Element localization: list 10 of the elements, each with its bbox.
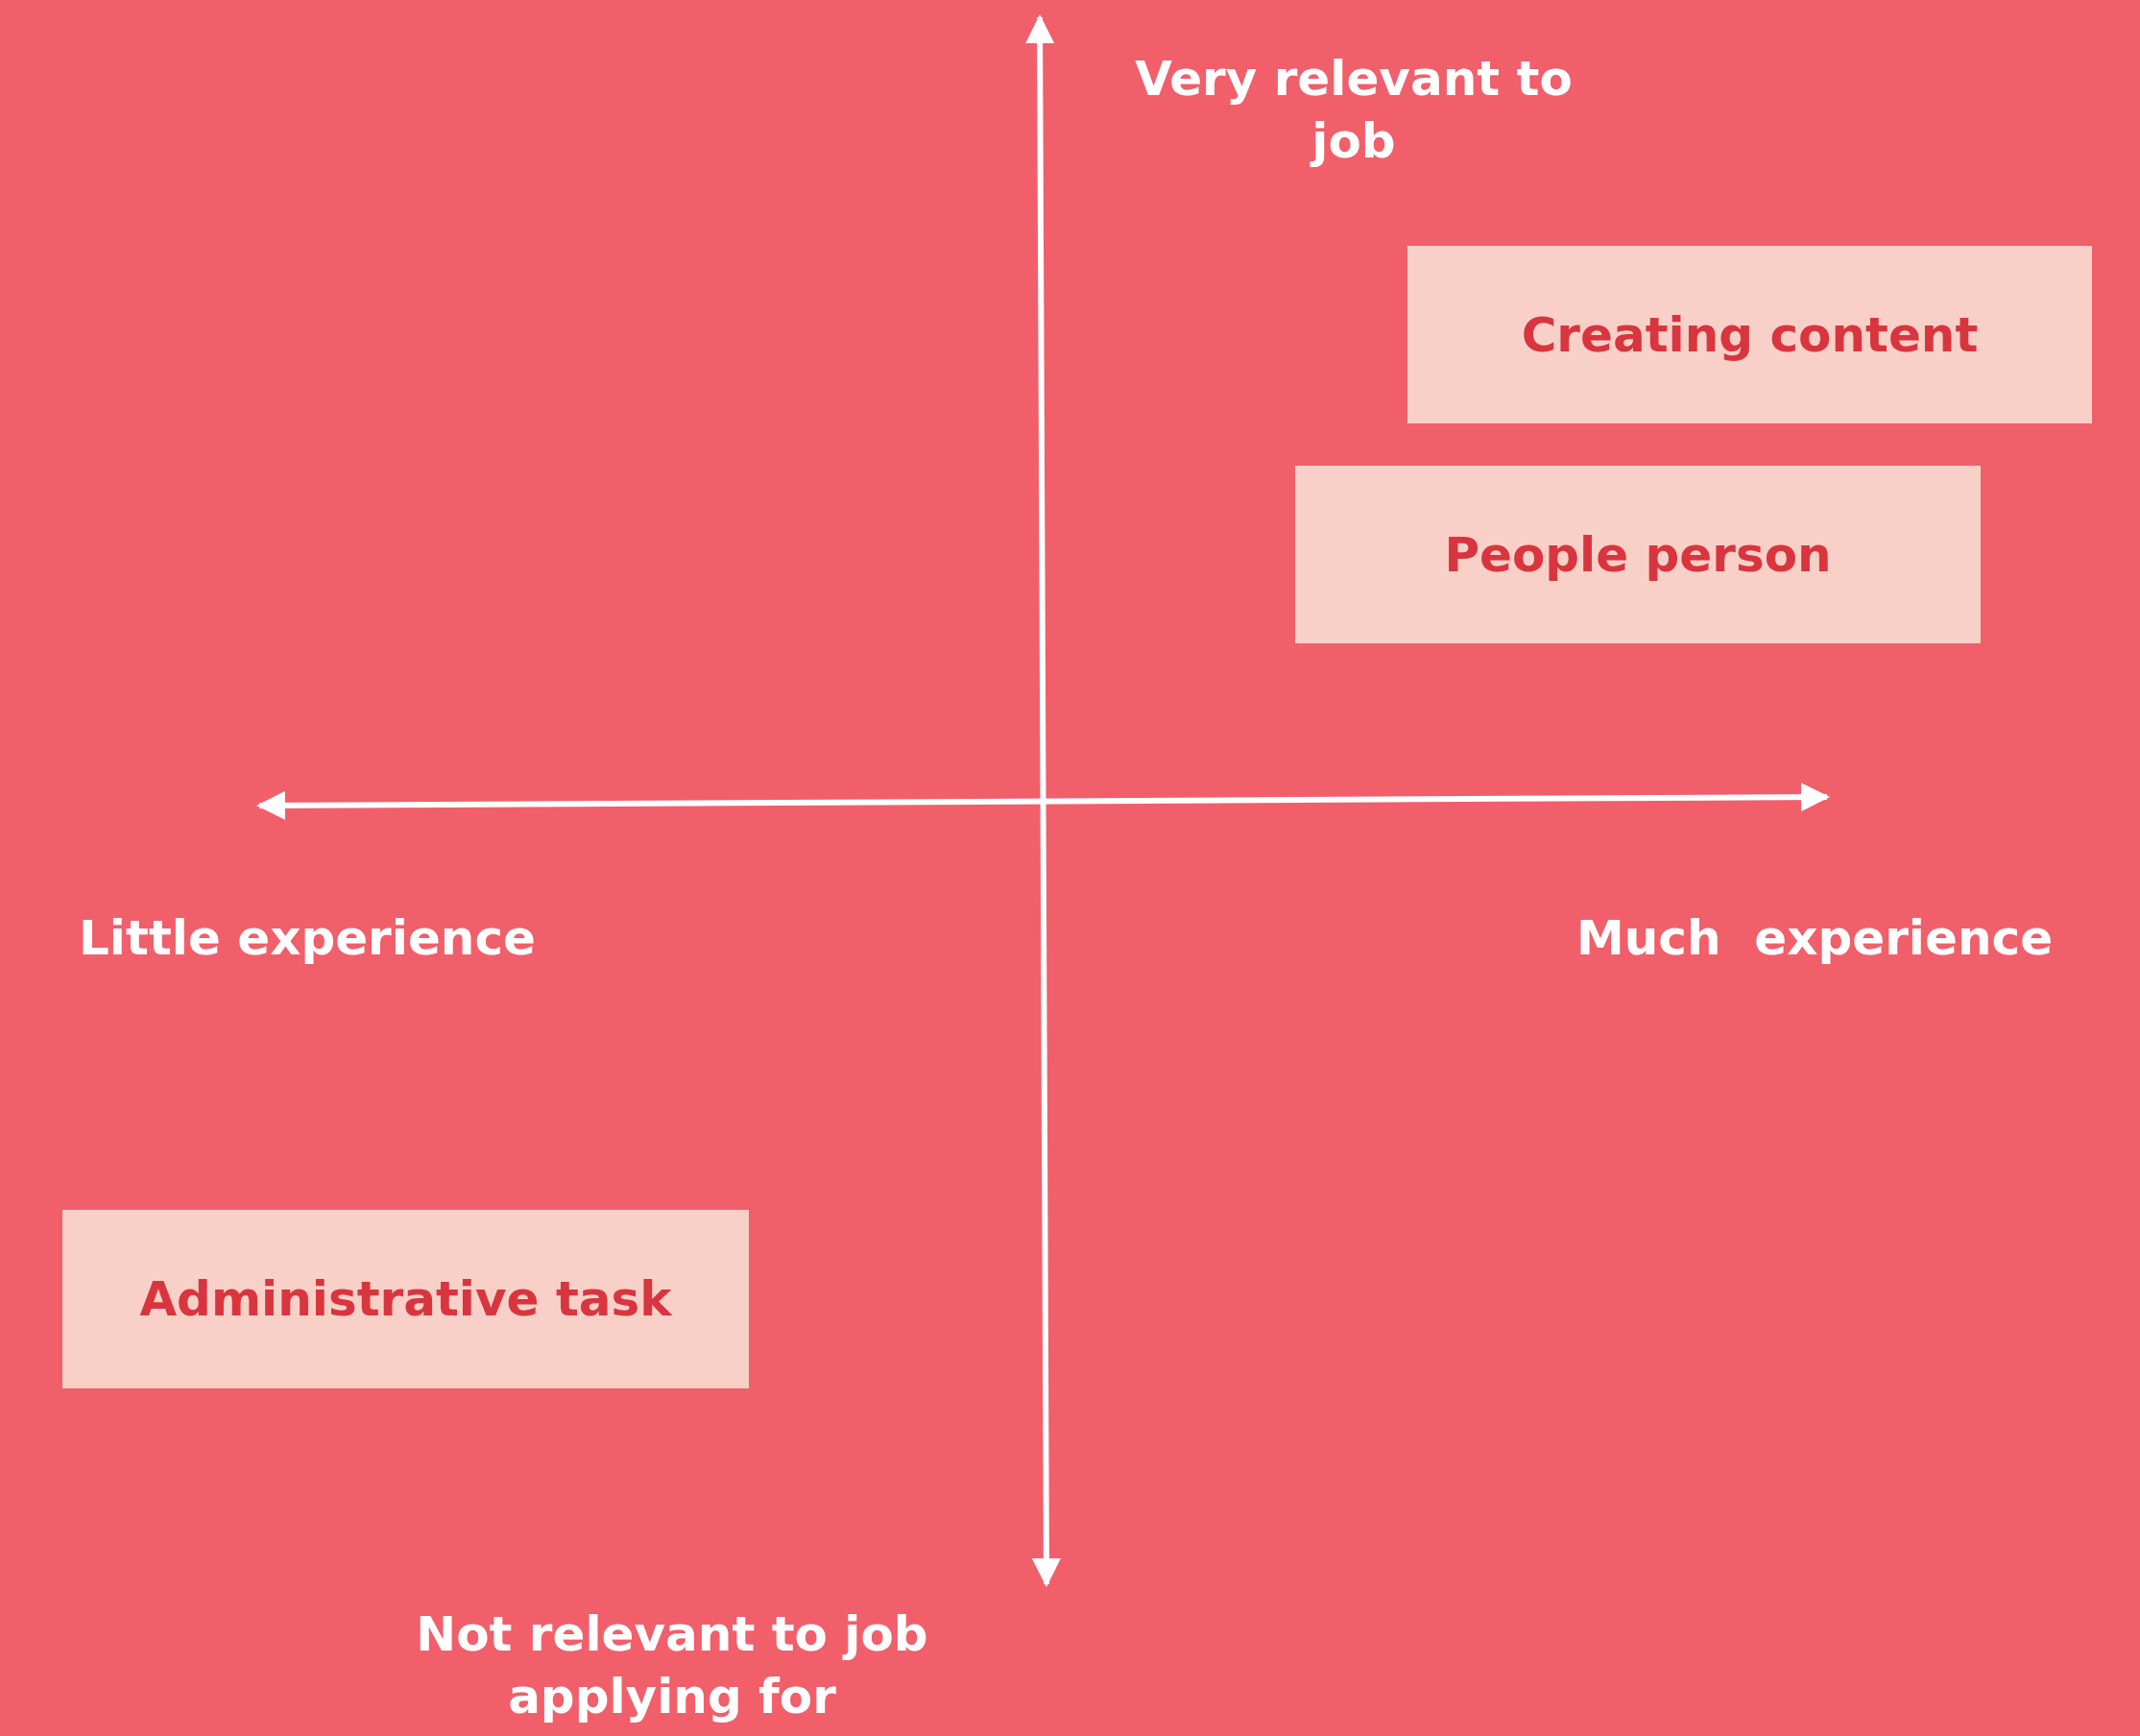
axis-label: Not relevant to job applying for: [415, 1605, 929, 1726]
skill-box: [1295, 466, 1981, 643]
skill-label: Creating content: [1521, 306, 1979, 363]
axis-label: Very relevant to job: [1134, 50, 1574, 171]
skill-box: [62, 1210, 749, 1388]
skill-label: People person: [1444, 526, 1832, 583]
skill-box: [1407, 246, 2092, 423]
axis-label: Much experience: [1575, 909, 2055, 968]
skill-label: Administrative task: [139, 1271, 672, 1327]
axis-label: Little experience: [78, 909, 537, 968]
